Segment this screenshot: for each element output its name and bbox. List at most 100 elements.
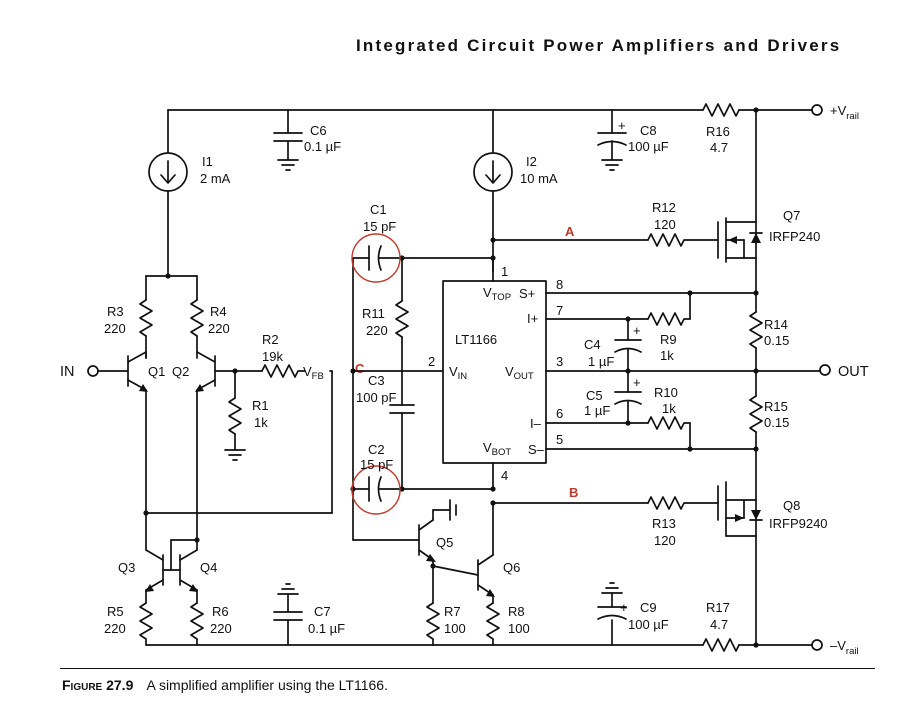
pin-2: 2 — [428, 354, 435, 369]
q7-part: IRFP240 — [769, 229, 820, 244]
pin-5: 5 — [556, 432, 563, 447]
c1-name: C1 — [370, 202, 387, 217]
capacitor-c9 — [597, 582, 627, 646]
capacitor-c7 — [273, 583, 303, 646]
c1-highlight-circle — [351, 233, 401, 283]
caption-divider — [60, 668, 875, 669]
c9-value: 100 µF — [628, 617, 669, 632]
resistor-r9 — [647, 292, 691, 326]
resistor-r7 — [426, 602, 440, 646]
node-b-label: B — [569, 485, 578, 500]
capacitor-c8 — [597, 109, 627, 171]
capacitor-c6 — [273, 109, 303, 171]
pin-7: 7 — [556, 303, 563, 318]
r8-name: R8 — [508, 604, 525, 619]
c8-name: C8 — [640, 123, 657, 138]
r3-name: R3 — [107, 304, 124, 319]
c5-name: C5 — [586, 388, 603, 403]
resistor-r8 — [486, 602, 500, 646]
q8-part: IRFP9240 — [769, 516, 828, 531]
r6-value: 220 — [210, 621, 232, 636]
transistor-q5 — [418, 499, 457, 567]
figure-caption: Figure 27.9 A simplified amplifier using… — [62, 677, 388, 693]
ic-vbot-label: VBOT — [483, 440, 511, 458]
out-terminal — [819, 364, 831, 376]
out-label: OUT — [838, 364, 869, 380]
r13-name: R13 — [652, 516, 676, 531]
in-label: IN — [60, 364, 75, 380]
r17-name: R17 — [706, 600, 730, 615]
resistor-r16 — [702, 103, 740, 117]
ic-name: LT1166 — [455, 332, 497, 347]
q5-label: Q5 — [436, 535, 453, 550]
r15-value: 0.15 — [764, 415, 789, 430]
r9-name: R9 — [660, 332, 677, 347]
vfb-label: VFB — [303, 364, 324, 382]
i2-name: I2 — [526, 154, 537, 169]
pin-6: 6 — [556, 406, 563, 421]
current-source-i1 — [148, 109, 188, 277]
amplifier-schematic: +Vrail –Vrail IN OUT R16 4.7 R17 4.7 C6 … — [60, 103, 869, 657]
capacitor-c5 — [614, 370, 642, 424]
r9-value: 1k — [660, 348, 674, 363]
r7-name: R7 — [444, 604, 461, 619]
q1-label: Q1 — [148, 364, 165, 379]
resistor-r1 — [224, 370, 246, 461]
q3-label: Q3 — [118, 560, 135, 575]
in-terminal — [87, 365, 99, 377]
i2-value: 10 mA — [520, 171, 558, 186]
vplus-label: +Vrail — [830, 103, 859, 122]
input-stage-wiring — [97, 275, 263, 541]
pin-3: 3 — [556, 354, 563, 369]
c8-plus: + — [618, 118, 626, 133]
c5-plus: + — [633, 375, 641, 390]
vplus-terminal — [811, 104, 823, 116]
c5-value: 1 µF — [584, 403, 610, 418]
ic-sm-label: S– — [528, 442, 545, 457]
current-mirror-q3-q4 — [139, 512, 204, 646]
r7-value: 100 — [444, 621, 466, 636]
ic-im-label: I– — [530, 416, 542, 431]
r10-name: R10 — [654, 385, 678, 400]
r4-name: R4 — [210, 304, 227, 319]
r15-name: R15 — [764, 399, 788, 414]
gate-drive-a-wire — [492, 233, 719, 247]
c4-name: C4 — [584, 337, 601, 352]
c9-name: C9 — [640, 600, 657, 615]
vfb-wire — [145, 370, 333, 514]
pin-1: 1 — [501, 264, 508, 279]
r8-value: 100 — [508, 621, 530, 636]
c4-value: 1 µF — [588, 354, 614, 369]
compensation-network — [352, 245, 494, 541]
r6-name: R6 — [212, 604, 229, 619]
i1-value: 2 mA — [200, 171, 231, 186]
q7-name: Q7 — [783, 208, 800, 223]
figure-caption-text: A simplified amplifier using the LT1166. — [146, 677, 388, 693]
capacitor-c4 — [614, 318, 642, 372]
mosfet-q7 — [717, 217, 763, 263]
c2-value: 15 pF — [360, 457, 393, 472]
c8-value: 100 µF — [628, 139, 669, 154]
r5-value: 220 — [104, 621, 126, 636]
transistor-q6 — [432, 502, 495, 604]
ic-vtop-label: VTOP — [483, 285, 511, 303]
r1-name: R1 — [252, 398, 269, 413]
c6-value: 0.1 µF — [304, 139, 341, 154]
vminus-terminal — [811, 639, 823, 651]
r12-name: R12 — [652, 200, 676, 215]
r10-value: 1k — [662, 401, 676, 416]
page-header-title: Integrated Circuit Power Amplifiers and … — [356, 36, 842, 55]
ic-vin-label: VIN — [449, 364, 467, 382]
q8-name: Q8 — [783, 498, 800, 513]
q6-label: Q6 — [503, 560, 520, 575]
pin-8: 8 — [556, 277, 563, 292]
q2-label: Q2 — [172, 364, 189, 379]
r16-value: 4.7 — [710, 140, 728, 155]
current-source-i2 — [473, 109, 513, 273]
resistor-r2 — [261, 364, 306, 378]
c4-plus: + — [633, 323, 641, 338]
c3-value: 100 pF — [356, 390, 397, 405]
resistor-r17 — [702, 638, 740, 652]
q4-label: Q4 — [200, 560, 217, 575]
gate-drive-b-wire — [492, 496, 719, 510]
